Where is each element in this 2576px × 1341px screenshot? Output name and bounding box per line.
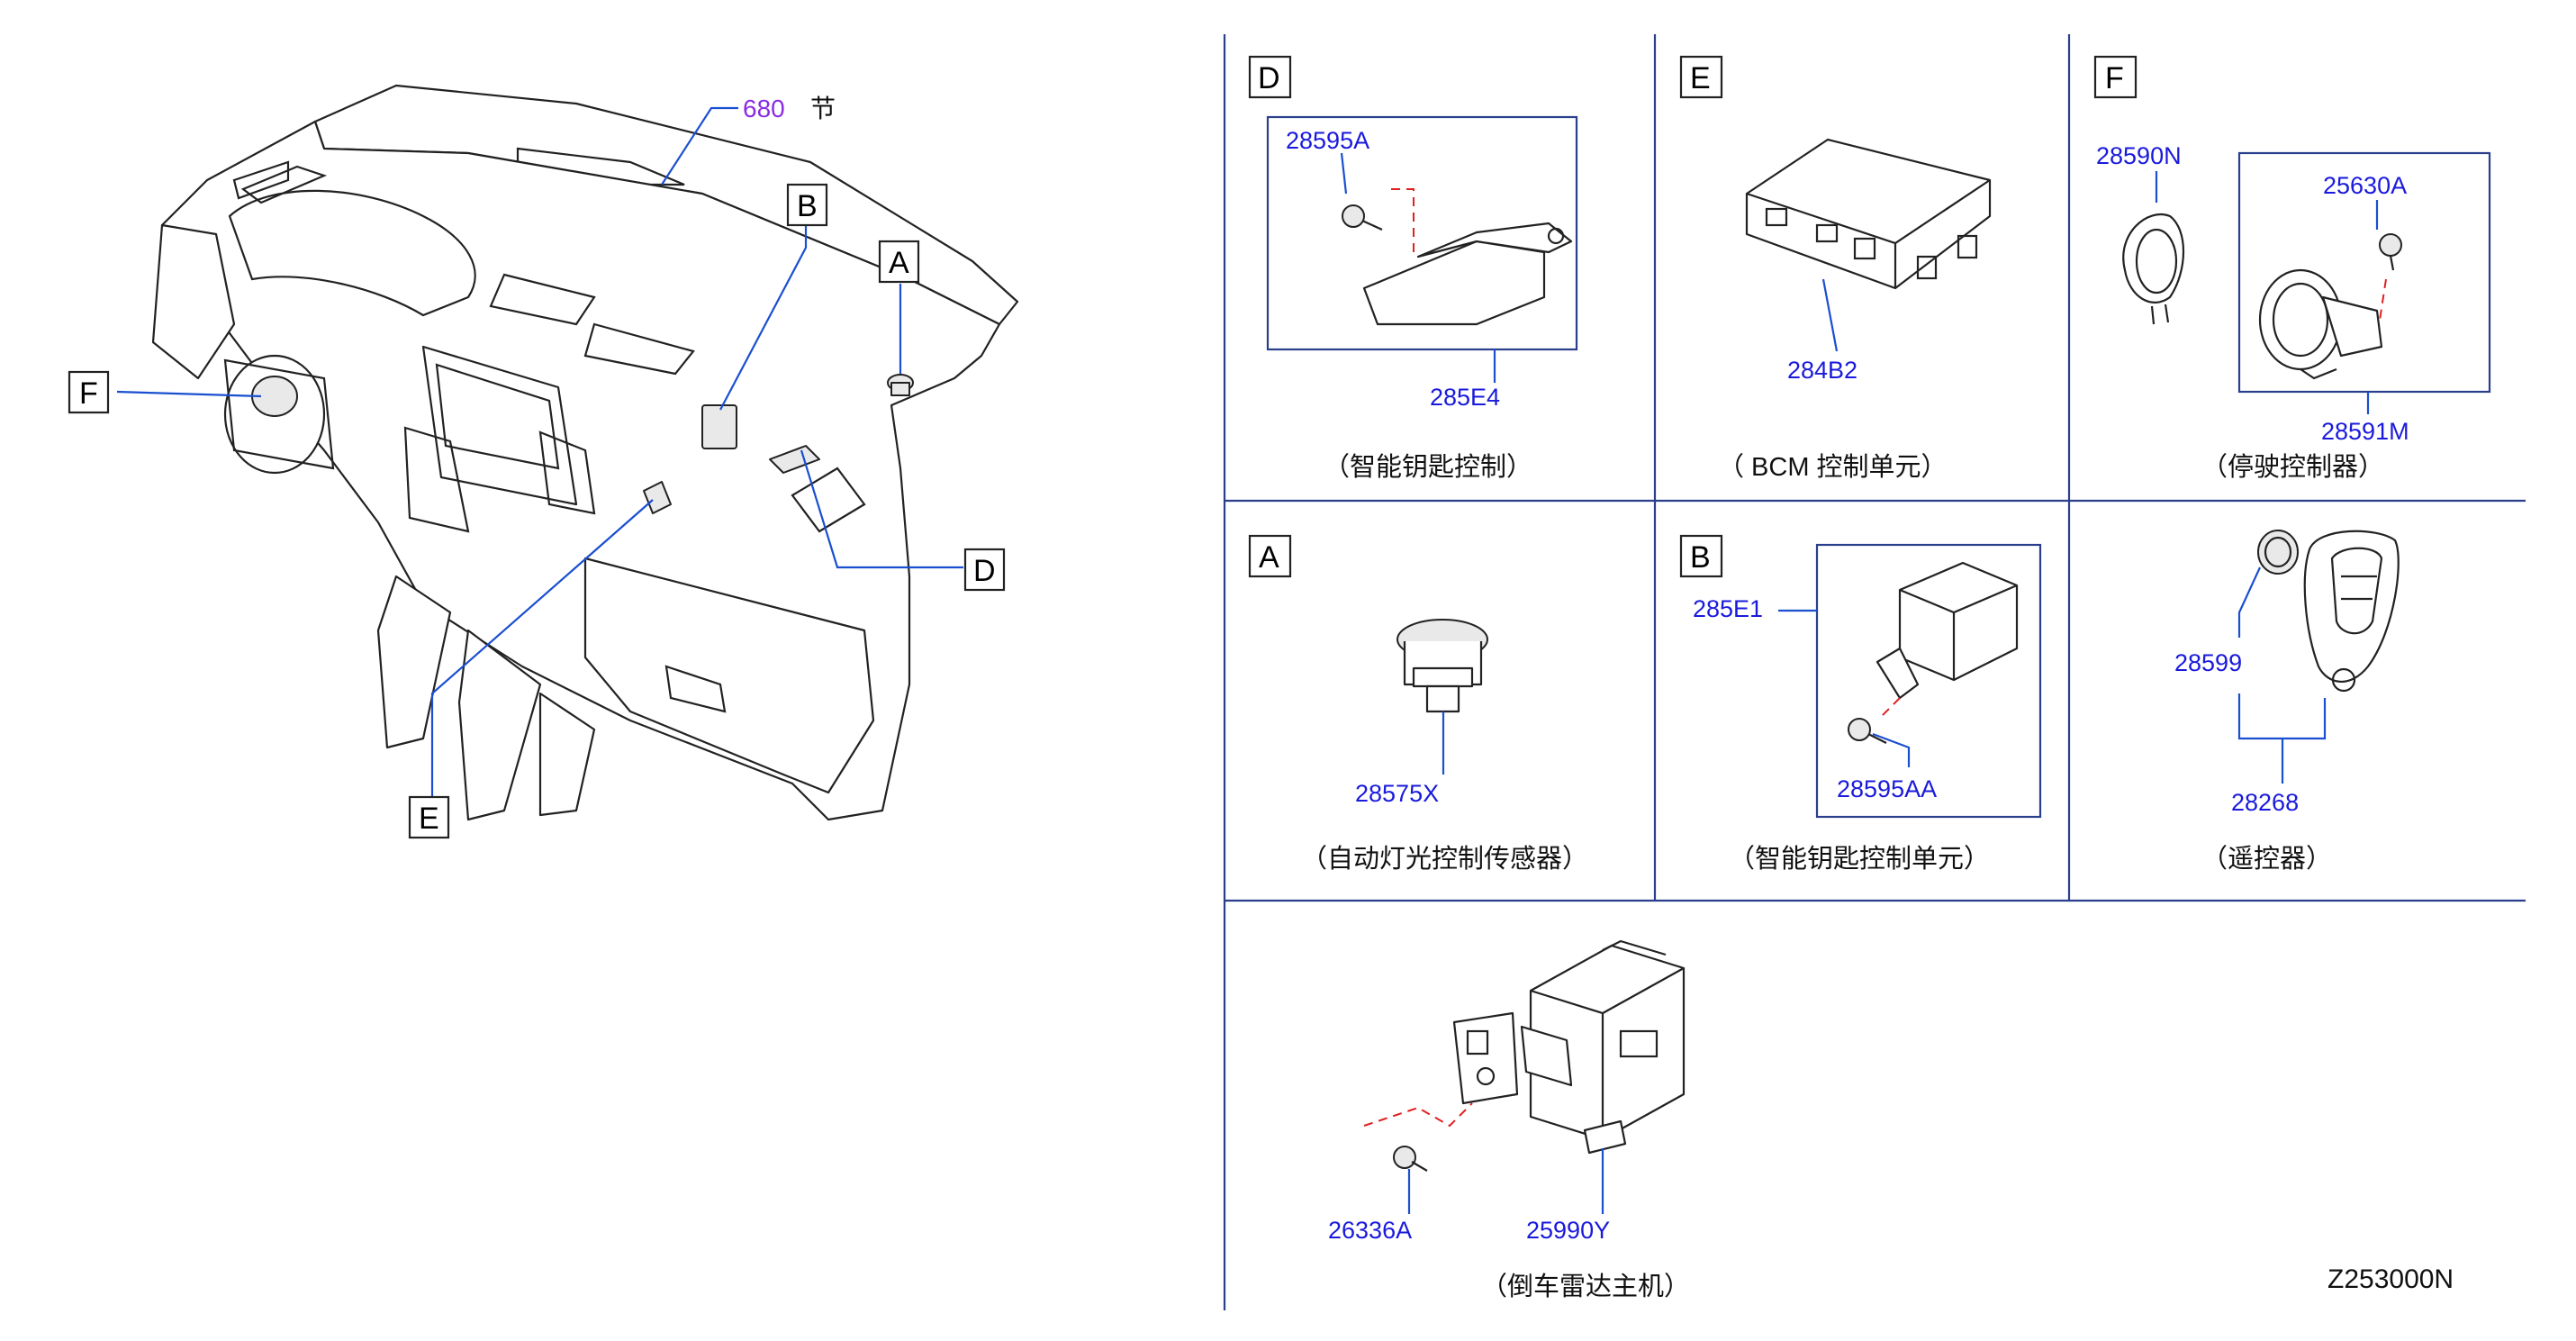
part-28575X[interactable]: 28575X [1355, 780, 1439, 807]
detail-grid [1223, 34, 2526, 1310]
part-284B2[interactable]: 284B2 [1787, 357, 1857, 384]
part-26336A[interactable]: 26336A [1328, 1217, 1412, 1244]
part-28595AA[interactable]: 28595AA [1837, 775, 1937, 802]
panel-e-letter: E [1690, 61, 1711, 95]
ref-number: 680 [743, 95, 785, 122]
panel-remote-caption: （遥控器） [2201, 844, 2332, 874]
panel-f: F 28590N 25630A 28591M （停驶控制器） [2093, 55, 2491, 482]
overview-leaders [116, 106, 963, 797]
part-28591M[interactable]: 28591M [2321, 418, 2409, 445]
panel-a: A 28575X （自动灯光控制传感器） [1248, 534, 1588, 874]
remote-key-icon [2303, 530, 2400, 693]
panel-b-letter: B [1690, 540, 1711, 575]
panel-b-caption: （智能钥匙控制单元） [1729, 844, 1990, 874]
part-25990Y[interactable]: 25990Y [1526, 1217, 1610, 1244]
panel-a-letter: A [1259, 540, 1279, 575]
svg-text:B: B [797, 189, 818, 223]
panel-a-caption: （自动灯光控制传感器） [1301, 844, 1588, 874]
screw-icon [2379, 233, 2402, 271]
panel-e: E 284B2 （ BCM 控制单元） [1679, 55, 1992, 482]
panel-f-caption: （停驶控制器） [2201, 452, 2384, 482]
ref-suffix: 节 [810, 95, 836, 122]
screw-icon [1848, 718, 1887, 744]
panel-d-caption: （智能钥匙控制） [1324, 452, 1532, 482]
panel-remote: 28599 28268 （遥控器） [2174, 530, 2400, 874]
panel-e-caption: （ BCM 控制单元） [1718, 452, 1948, 482]
diagram-id: Z253000N [2327, 1264, 2454, 1294]
svg-text:D: D [973, 554, 996, 588]
screw-icon [1342, 204, 1383, 231]
sensor-icon [1396, 619, 1488, 713]
part-285E1[interactable]: 285E1 [1693, 595, 1763, 622]
dashboard-illustration [151, 84, 1019, 821]
part-28590N[interactable]: 28590N [2096, 142, 2182, 169]
svg-text:A: A [889, 246, 909, 280]
part-28268[interactable]: 28268 [2231, 789, 2299, 816]
panel-f-letter: F [2105, 61, 2124, 95]
screw-icon [1393, 1146, 1428, 1172]
callout-box-b[interactable]: B [786, 183, 828, 227]
callout-box-a[interactable]: A [878, 240, 920, 284]
part-25630A[interactable]: 25630A [2323, 172, 2407, 199]
panel-d: D 28595A 285E4 （智能钥匙控制） [1248, 55, 1578, 482]
callout-box-f[interactable]: F [68, 370, 110, 414]
part-28595A[interactable]: 28595A [1286, 127, 1369, 154]
svg-text:F: F [79, 376, 98, 411]
svg-text:E: E [419, 802, 439, 836]
panel-parking-sensor-unit: 26336A 25990Y （倒车雷达主机） [1328, 939, 1690, 1301]
panel-parking-caption: （倒车雷达主机） [1481, 1272, 1690, 1301]
panel-d-letter: D [1258, 61, 1280, 95]
part-285E4[interactable]: 285E4 [1430, 384, 1500, 411]
ring-icon [2257, 530, 2299, 575]
part-28599[interactable]: 28599 [2174, 649, 2242, 676]
panel-b: B 285E1 28595AA （智能钥匙控制单元） [1679, 534, 2042, 874]
ring-icon [2122, 213, 2184, 325]
callout-box-e[interactable]: E [408, 795, 450, 839]
callout-box-d[interactable]: D [963, 548, 1006, 592]
